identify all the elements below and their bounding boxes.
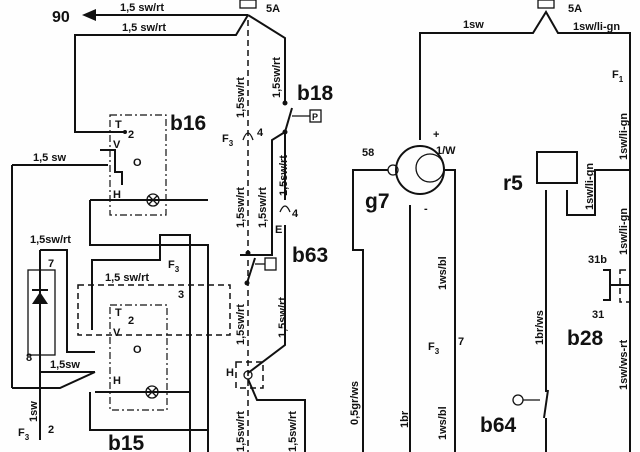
horn-button-icon [512,394,524,406]
component-b15-block: 1,5sw/rt 7 8 1,5sw 1,5 sw/rt F3 3 T 2 V … [18,234,231,452]
wire-label: 1sw/li-gn [584,163,596,210]
wire-label: 1,5sw/rt [235,304,247,345]
wire-label: 1,5sw/rt [271,57,283,98]
wire-label: 1sw [463,19,484,31]
pin-label: 2 [128,129,134,141]
p-label: P [312,112,318,122]
fuse-f3: F3 [222,133,234,148]
arrow-left-icon [82,9,96,21]
component-b16-block: b16 T 2 V O H 1,5 sw [11,112,209,452]
component-b28: b28 [567,327,604,350]
pin-label: E [275,224,282,236]
fuse-5a-left [239,0,257,9]
lamp-icon [145,385,159,399]
wire-label: 1sw [28,401,40,422]
pin-label: 31 [592,309,604,321]
lamp-icon [146,193,160,207]
wire-label: 1sw/li-gn [573,21,620,33]
wire-label: 1br/ws [534,310,546,345]
wire-label: 1,5sw/rt [257,187,269,228]
component-r5: r5 [503,172,523,195]
pin-label: T [115,119,122,131]
wire-label: 1br [399,410,411,428]
pin-label: 1/W [436,145,456,157]
component-b18: b18 [297,82,334,105]
pin-label: H [113,375,121,387]
wire-label: 1,5sw/rt [235,411,247,452]
wire-label: 1,5 sw [33,152,66,164]
pin-label: H [113,189,121,201]
fuse-label: 5A [266,3,280,15]
wire-label: 0,5gr/ws [349,381,361,425]
pin-label: 7 [48,258,54,270]
component-b16: b16 [170,112,206,135]
relay-r5 [536,151,578,184]
component-g7: g7 [365,190,390,213]
pin-label: 4 [292,208,299,220]
component-b64: b64 [480,414,517,437]
pin-label: H [226,367,234,379]
wire-label: 1,5sw/rt [235,187,247,228]
pin-label: V [113,139,121,151]
wire-label: 1,5 sw/rt [122,22,166,34]
fuse-f3: F3 [18,427,30,442]
fuse-f1: F1 [612,69,624,84]
wire-label: 1ws/bl [437,256,449,290]
pin-label: - [424,203,428,215]
pin-label: O [133,157,142,169]
wire-label: 1ws/bl [437,406,449,440]
wire-label: 1sw/ws-rt [618,340,630,390]
pin-label: 58 [362,147,374,159]
wire-group-top-left: 90 5A 1,5 sw/rt 1,5 sw/rt 1,5sw/rt 1,5sw… [52,0,290,452]
wire-label: 1,5sw [50,359,80,371]
pin-label: O [133,344,142,356]
wire-label: 1,5 sw/rt [105,272,149,284]
wire-label: 1,5sw/rt [235,77,247,118]
pin-label: V [113,327,121,339]
pin-label: + [433,129,439,141]
wire-label: 1sw/li-gn [618,208,630,255]
fuse-5a-right [537,0,555,9]
wire-label: 1,5sw/rt [277,297,289,338]
switch-b18: P b18 4 E [240,82,334,256]
component-b15: b15 [108,432,145,452]
wire-label: 1,5sw/rt [287,411,299,452]
fuse-label: 5A [568,3,582,15]
component-b63: b63 [292,244,328,267]
pin-label: 31b [588,254,607,266]
pin-label: 8 [26,352,32,364]
switch-b63: b63 H 1,5sw/rt 1,5sw/rt 1,5sw/rt 1,5sw/r… [226,225,328,452]
terminal-90: 90 [52,9,70,26]
wire-label: 1,5 sw/rt [120,2,164,14]
pin-label: 4 [257,127,264,139]
fuse-f3: F3 [168,259,180,274]
pin-label: 3 [178,289,184,301]
pin-label: 2 [48,424,54,436]
pin-label: T [115,307,122,319]
wire-group-right: 5A 1sw 1sw/li-gn F1 1sw/li-gn 1sw/li-gn … [349,0,631,452]
pin-label: 7 [458,336,464,348]
wire-label: 1,5sw/rt [30,234,71,246]
diode-icon [32,292,48,304]
wire-label: 1sw/li-gn [618,113,630,160]
pin-label: 2 [128,315,134,327]
fuse-f3: F3 [428,341,440,356]
